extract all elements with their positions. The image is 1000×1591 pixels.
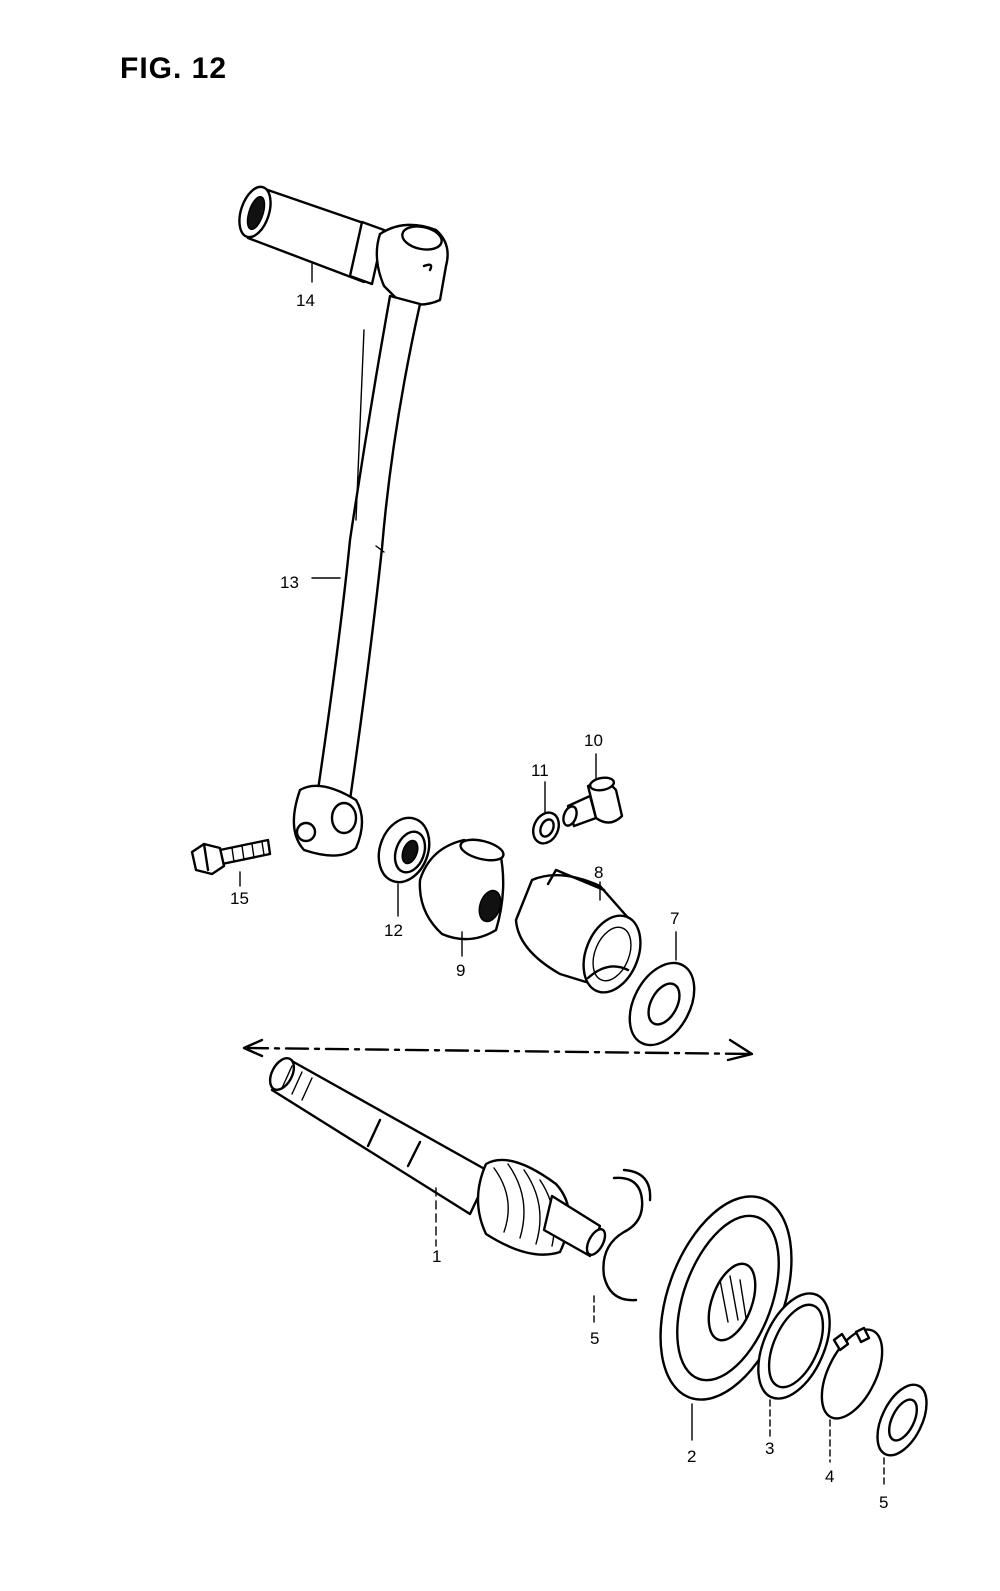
callout-4: 4 bbox=[825, 1467, 834, 1486]
callout-2: 2 bbox=[687, 1447, 696, 1466]
callout-11: 11 bbox=[531, 761, 549, 780]
callout-1: 1 bbox=[432, 1247, 441, 1266]
snap-ring-part-4 bbox=[820, 1326, 884, 1420]
oil-seal-part-12 bbox=[377, 816, 431, 884]
assembly-direction-arrow bbox=[242, 1038, 754, 1062]
kick-starter-shaft-part-1 bbox=[268, 1057, 607, 1258]
spring-guide-part-9 bbox=[418, 838, 505, 941]
pin-part-10 bbox=[562, 776, 624, 828]
washer-part-end bbox=[876, 1383, 928, 1457]
bolt-part-15 bbox=[190, 838, 272, 876]
kick-grip-part-14 bbox=[238, 185, 386, 286]
callout-end: 5 bbox=[879, 1493, 888, 1512]
leader-lines bbox=[239, 263, 885, 1489]
kick-spring-part-8 bbox=[514, 868, 642, 994]
circlip-part-5 bbox=[602, 1168, 652, 1302]
callout-10: 10 bbox=[584, 731, 603, 750]
callout-14: 14 bbox=[296, 291, 315, 310]
thrust-washer-part-3 bbox=[757, 1292, 831, 1400]
kick-lever-part-13 bbox=[292, 223, 449, 857]
washer-part-11 bbox=[531, 811, 561, 845]
callout-3: 3 bbox=[765, 1439, 774, 1458]
callout-12: 12 bbox=[384, 921, 403, 940]
figure-title: FIG. 12 bbox=[120, 52, 227, 85]
callout-8: 8 bbox=[594, 863, 603, 882]
callout-7: 7 bbox=[670, 909, 679, 928]
washer-part-7 bbox=[628, 961, 696, 1047]
kick-gear-part-2 bbox=[659, 1195, 793, 1401]
callout-5: 5 bbox=[590, 1329, 599, 1348]
callout-15: 15 bbox=[230, 889, 249, 908]
callout-13: 13 bbox=[280, 573, 299, 592]
callout-9: 9 bbox=[456, 961, 465, 980]
